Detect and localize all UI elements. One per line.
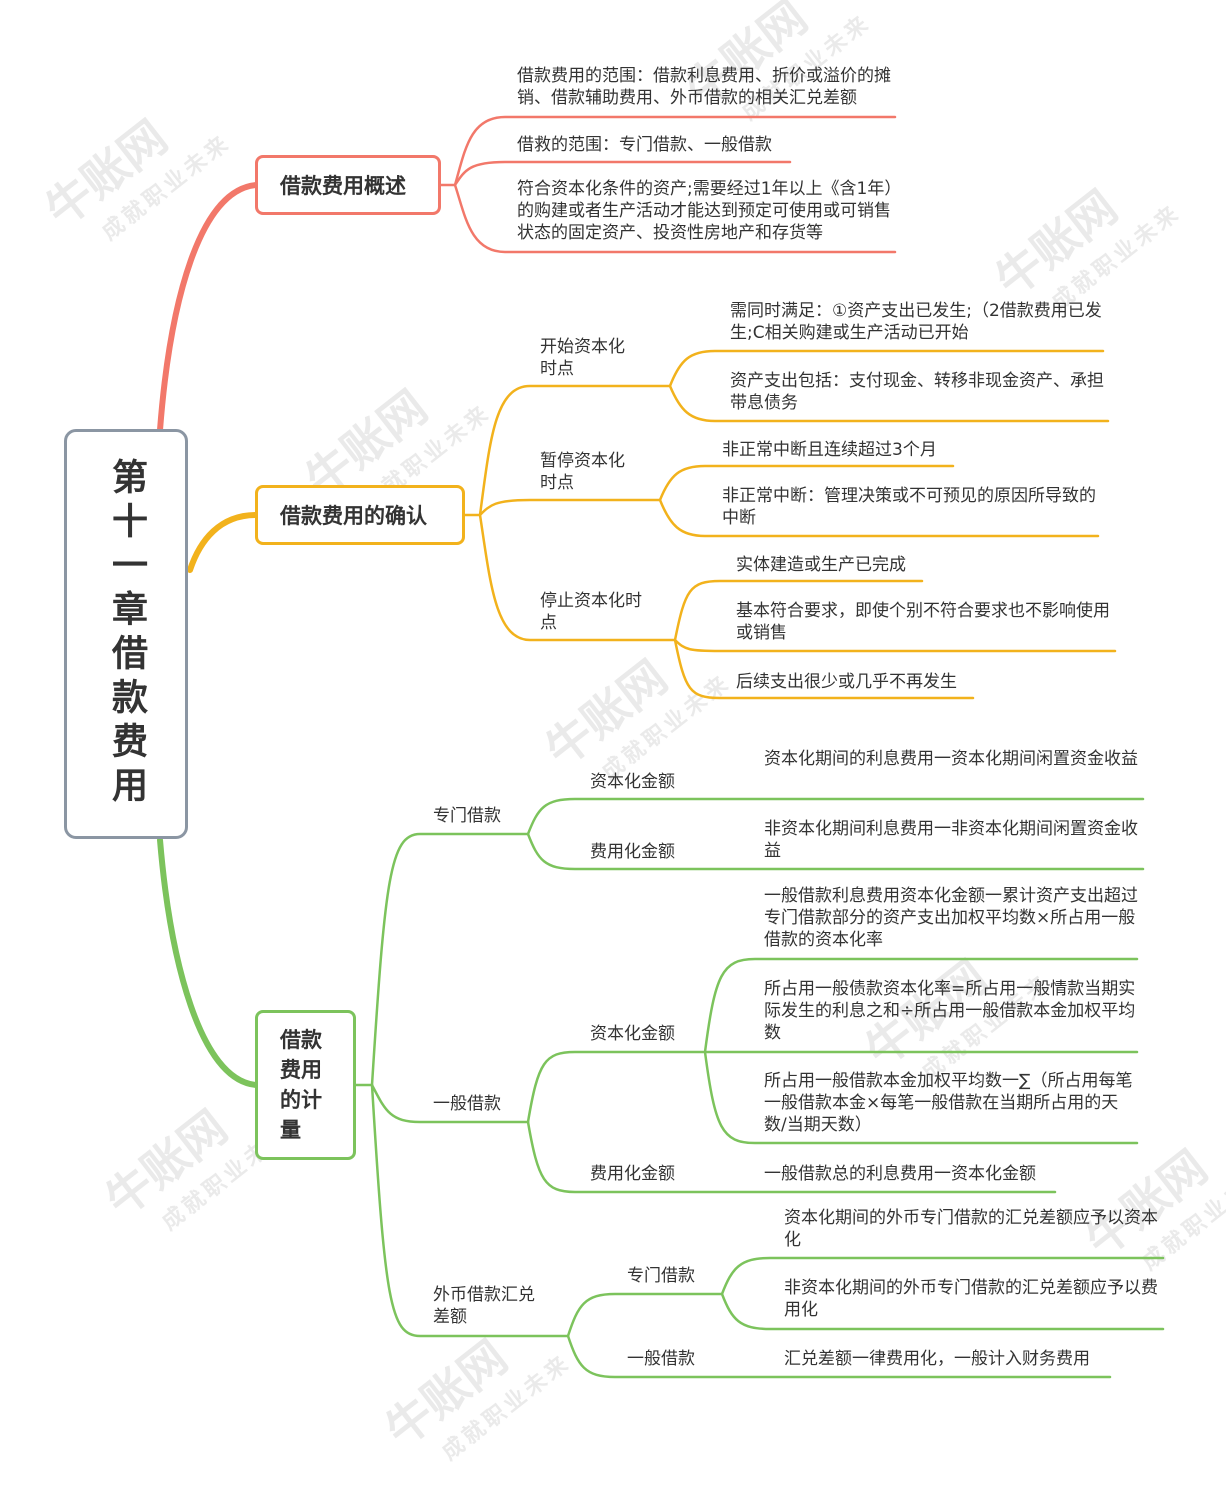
connector (453, 115, 897, 187)
leaf-text: 汇兑差额一律费用化，一般计入财务费用 (784, 1349, 1090, 1369)
connector (370, 832, 530, 1087)
leaf-text: 实体建造或生产已完成 (736, 555, 906, 575)
sub-label: 专门借款 (433, 806, 501, 826)
leaf-text: 符合资本化条件的资产;需要经过1年以上《含1年）的购建或者生产活动才能达到预定可… (517, 179, 893, 243)
branch-title: 借款费用的计量 (280, 1028, 322, 1142)
connector (478, 513, 677, 642)
root-title: 第十一章借款费用 (106, 458, 147, 810)
sub-label: 专门借款 (627, 1266, 695, 1286)
connector (703, 957, 1139, 1054)
leaf-text: 需同时满足：①资产支出已发生;（2借款费用已发生;C相关购建或生产活动已开始 (730, 301, 1102, 343)
leaf-text: 一般借款利息费用资本化金额一累计资产支出超过专门借款部分的资产支出加权平均数×所… (764, 886, 1138, 950)
leaf-text: 后续支出很少或几乎不再发生 (736, 672, 957, 692)
leaf-text: 资本化期间的利息费用一资本化期间闲置资金收益 (764, 749, 1138, 769)
connector (157, 182, 259, 433)
connector (668, 349, 1105, 388)
sub-label: 停止资本化时点 (540, 591, 642, 633)
connector (703, 1050, 1139, 1145)
leaf-text: 资本化期间的外币专门借款的汇兑差额应予以资本化 (784, 1208, 1158, 1250)
sub-label: 资本化金额 (590, 772, 675, 792)
connector (478, 498, 662, 517)
connector (673, 638, 1117, 653)
leaf-text: 借款费用的范围：借款利息费用、折价或溢价的摊销、借款辅助费用、外币借款的相关汇兑… (517, 66, 891, 108)
leaf-text: 借救的范围：专门借款、一般借款 (517, 135, 772, 155)
branch-recognition: 借款费用的确认 (255, 485, 465, 545)
sub-label: 开始资本化时点 (540, 337, 625, 379)
leaf-text: 非资本化期间的外币专门借款的汇兑差额应予以费用化 (784, 1278, 1158, 1320)
connector (526, 1050, 707, 1124)
connector (566, 1334, 1112, 1379)
connector (720, 1292, 1165, 1331)
leaf-text: 非正常中断且连续超过3个月 (722, 440, 937, 460)
sub-label: 一般借款 (433, 1094, 501, 1114)
leaf-text: 基本符合要求，即使个别不符合要求也不影响使用或销售 (736, 601, 1110, 643)
leaf-text: 资产支出包括：支付现金、转移非现金资产、承担带息债务 (730, 371, 1104, 413)
connector (370, 1083, 570, 1338)
sub-label: 暂停资本化时点 (540, 451, 625, 493)
branch-overview: 借款费用概述 (255, 155, 441, 215)
branch-title: 借款费用概述 (280, 174, 406, 198)
connector (453, 183, 897, 254)
mind-map: 牛账网成就职业未来 牛账网成就职业未来 牛账网成就职业未来 牛账网成就职业未来 … (35, 0, 1226, 1466)
sub-label: 费用化金额 (590, 1164, 675, 1184)
connector-lines (157, 115, 1165, 1379)
leaf-text: 一般借款总的利息费用一资本化金额 (764, 1164, 1036, 1184)
connector (668, 384, 1110, 423)
connector (453, 160, 792, 187)
leaf-text: 非正常中断：管理决策或不可预见的原因所导致的中断 (722, 486, 1096, 528)
sub-label: 费用化金额 (590, 842, 675, 862)
connector (673, 638, 975, 700)
connector (370, 1083, 530, 1124)
connector (566, 1292, 724, 1338)
connector (478, 384, 672, 517)
root-node: 第十一章借款费用 (64, 429, 188, 839)
connector (658, 464, 955, 502)
sub-label: 一般借款 (627, 1349, 695, 1369)
connector (673, 579, 924, 642)
leaf-text: 所占用一般借款本金加权平均数一∑（所占用每笔一般借款本金×每笔一般借款在当期所占… (764, 1071, 1133, 1135)
connector (720, 1256, 1165, 1296)
connector (658, 498, 1100, 538)
connector (187, 512, 259, 573)
branch-title: 借款费用的确认 (280, 504, 427, 528)
leaf-text: 所占用一般债款资本化率=所占用一般情款当期实际发生的利息之和÷所占用一般借款本金… (764, 979, 1136, 1043)
sub-label: 外币借款汇兑差额 (433, 1285, 535, 1327)
connector (526, 797, 1145, 836)
connector (157, 837, 259, 1088)
connector (526, 1120, 1057, 1194)
sub-label: 资本化金额 (590, 1024, 675, 1044)
branch-measurement: 借款费用的计量 (255, 1010, 356, 1160)
connector (526, 832, 1145, 871)
leaf-text: 非资本化期间利息费用一非资本化期间闲置资金收益 (764, 819, 1138, 861)
